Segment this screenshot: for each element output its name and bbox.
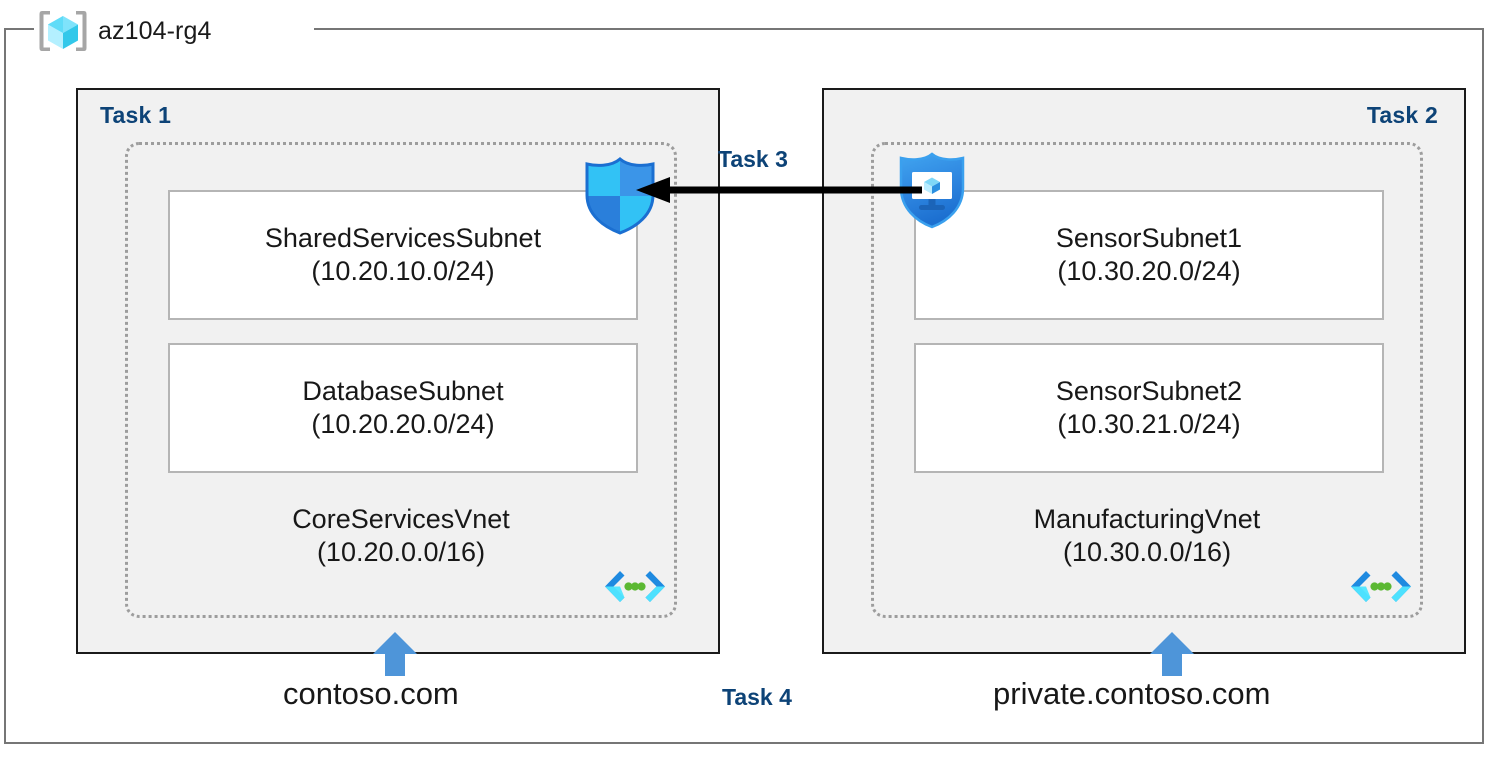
subnet-name: SensorSubnet2 (1055, 376, 1243, 407)
vnet-name: CoreServicesVnet (292, 504, 510, 534)
vnet-caption: CoreServicesVnet (10.20.0.0/16) (128, 503, 674, 569)
task-3-label: Task 3 (718, 146, 788, 172)
dns-zone-contoso: contoso.com (283, 676, 459, 711)
subnet-sensor2: SensorSubnet2 (10.30.21.0/24) (914, 343, 1384, 473)
task-1-label: Task 1 (100, 102, 172, 128)
resource-group-boundary (4, 28, 1484, 744)
resource-group-name: az104-rg4 (98, 16, 212, 45)
subnet-name: SharedServicesSubnet (264, 223, 542, 254)
peering-arrow (634, 174, 922, 206)
vnet-cidr: (10.20.0.0/16) (316, 536, 486, 567)
virtual-network-icon (602, 567, 668, 611)
dns-up-arrow-icon (1148, 630, 1196, 678)
subnet-sensor1: SensorSubnet1 (10.30.20.0/24) (914, 190, 1384, 320)
task-2-label: Task 2 (1366, 102, 1438, 128)
vnet-coreservices: SharedServicesSubnet (10.20.10.0/24) Dat… (125, 142, 677, 618)
resource-group-header: az104-rg4 (38, 8, 211, 54)
task-panel-2: Task 2 SensorSubnet1 (10.30.20.0/24) Sen… (822, 88, 1466, 654)
subnet-name: DatabaseSubnet (302, 376, 504, 407)
subnet-sharedservices: SharedServicesSubnet (10.20.10.0/24) (168, 190, 638, 320)
resource-group-label-mask (34, 14, 314, 46)
vnet-cidr: (10.30.0.0/16) (1062, 536, 1232, 567)
vnet-name: ManufacturingVnet (1033, 504, 1261, 534)
azure-resource-group-icon (38, 8, 88, 54)
subnet-cidr: (10.20.10.0/24) (311, 256, 495, 286)
task-4-label: Task 4 (722, 684, 792, 710)
vnet-caption: ManufacturingVnet (10.30.0.0/16) (874, 503, 1420, 569)
subnet-database: DatabaseSubnet (10.20.20.0/24) (168, 343, 638, 473)
virtual-network-icon (1348, 567, 1414, 611)
vm-shield-icon (897, 152, 967, 230)
dns-zone-private-contoso: private.contoso.com (993, 676, 1271, 711)
dns-up-arrow-icon (371, 630, 419, 678)
subnet-cidr: (10.30.20.0/24) (1057, 256, 1241, 286)
vnet-manufacturing: SensorSubnet1 (10.30.20.0/24) SensorSubn… (871, 142, 1423, 618)
subnet-name: SensorSubnet1 (1055, 223, 1243, 254)
task-panel-1: Task 1 SharedServicesSubnet (10.20.10.0/… (76, 88, 720, 654)
subnet-cidr: (10.20.20.0/24) (311, 409, 495, 439)
subnet-cidr: (10.30.21.0/24) (1057, 409, 1241, 439)
